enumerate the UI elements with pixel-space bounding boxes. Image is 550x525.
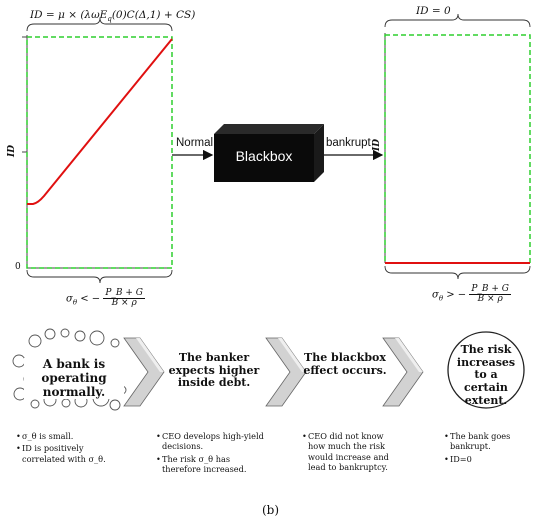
normal-label: Normal [176,137,214,149]
stage-3-title: The blackbox effect occurs. [303,351,387,377]
figure-caption: (b) [262,503,280,517]
stage-1-title: A bank is operating normally. [24,357,124,400]
right-condition: σθ > − P_B + G B × ρ [432,284,511,305]
right-cond-fraction: P_B + G B × ρ [469,284,511,305]
left-formula-sub: q [107,15,112,24]
blackbox-label: Blackbox [235,148,293,164]
right-cond-sigma: σ [432,289,439,301]
stage-1-notes: σ_θ is small. ID is positively correlate… [16,431,126,466]
stage-4-note: ID=0 [444,454,544,465]
right-dashed-region [384,34,531,264]
blackbox-front-face [214,134,314,182]
stage-4-notes: The bank goes bankrupt. ID=0 [444,431,544,466]
left-formula-main: ID = μ × (λωE [30,9,108,21]
chevron-2-icon [265,337,307,407]
stage-1-note: ID is positively correlated with σ_θ. [16,443,126,464]
left-zero-label: 0 [15,262,21,272]
right-bottom-brace [384,265,531,280]
stage-1-note: σ_θ is small. [16,431,126,442]
right-cond-op: > − [446,289,467,301]
right-top-brace [384,13,531,28]
right-formula-main: ID = 0 [416,5,451,17]
stage-2-note: The risk σ_θ has therefore increased. [156,454,264,475]
left-cond-sigma: σ [66,293,73,305]
blackbox-top-face [214,124,324,134]
left-cond-op: < − [80,293,101,305]
left-bottom-brace [26,269,173,284]
stage-4-title: The risk increases to a certain extent. [456,343,516,407]
right-cond-den: B × ρ [477,294,503,305]
left-chart-formula: ID = μ × (λωEq(0)C(Δ,1) + CS) [30,9,195,23]
left-cond-sub: θ [72,298,78,307]
chevron-3-icon [382,337,424,407]
left-y-axis-label: ID [7,144,18,158]
left-cond-den: B × ρ [111,298,137,309]
stage-2-notes: CEO develops high-yield decisions. The r… [156,431,264,476]
stage-2-title: The banker expects higher inside debt. [168,351,260,390]
left-id-curve [27,38,173,205]
right-cond-sub: θ [438,294,444,303]
stage-4-note: The bank goes bankrupt. [444,431,544,452]
left-dashed-region [26,36,173,269]
left-formula-tail: (0)C(Δ,1) + CS) [111,9,196,21]
stage-2-note: CEO develops high-yield decisions. [156,431,264,452]
blackbox-side-face [314,124,324,182]
left-condition: σθ < − P_B + G B × ρ [66,288,145,309]
chevron-1-icon [123,337,165,407]
right-cond-num: P_B + G [469,284,511,296]
right-y-axis-label: ID [372,138,383,152]
right-chart-formula: ID = 0 [416,5,451,17]
left-cond-num: P_B + G [103,288,145,300]
stage-3-notes: CEO did not know how much the risk would… [302,431,402,474]
risk-circle [447,331,525,409]
bankrupt-label: bankrupt [326,137,371,149]
left-top-brace [26,17,173,32]
stage-3-note: CEO did not know how much the risk would… [302,431,402,472]
left-cond-fraction: P_B + G B × ρ [103,288,145,309]
